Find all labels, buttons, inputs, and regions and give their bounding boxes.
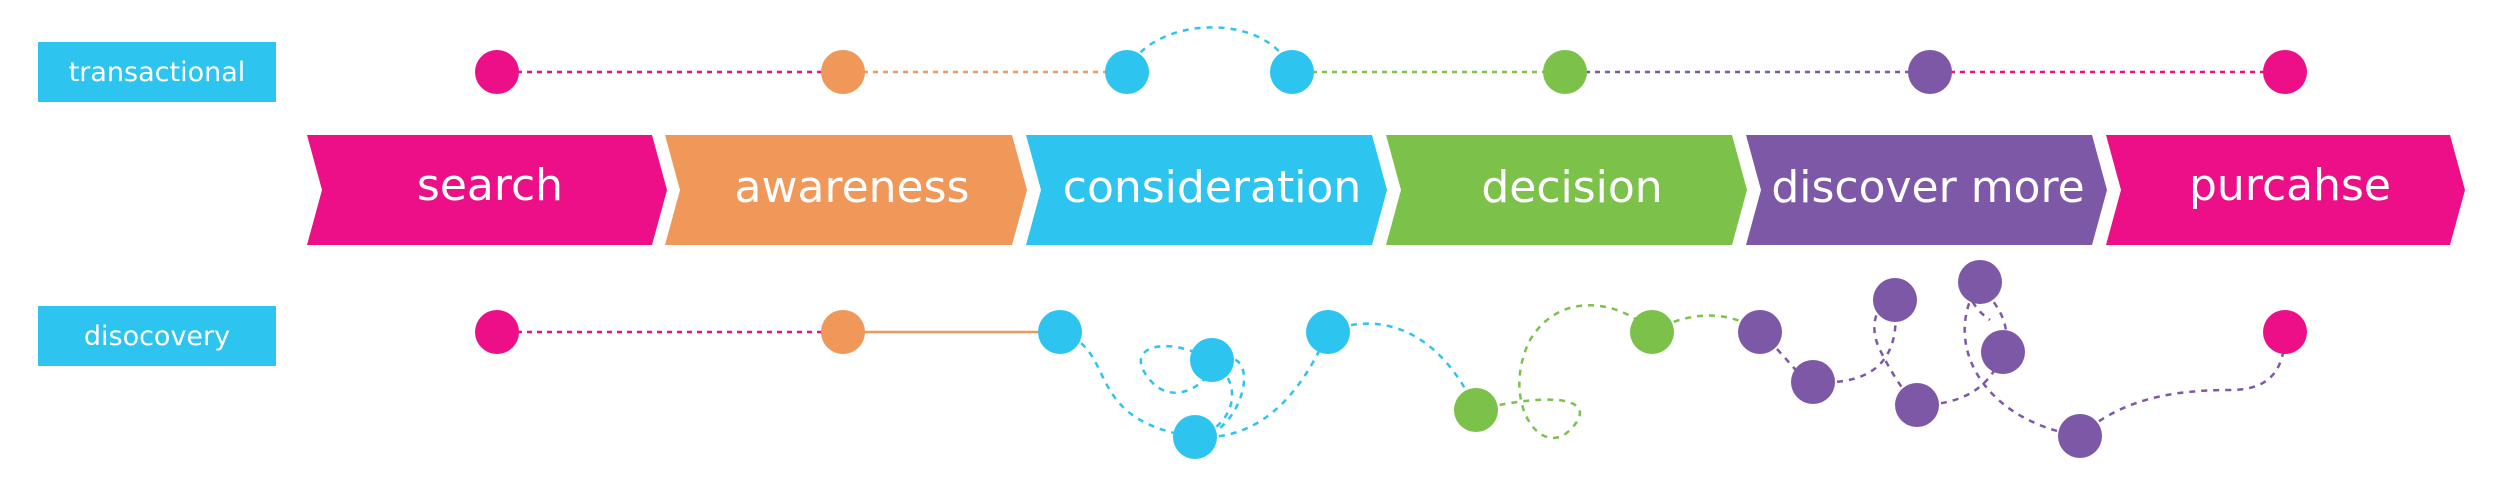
discovery-loop-discover-d — [1963, 281, 2081, 438]
discovery-path — [475, 260, 2307, 459]
stage-search — [307, 135, 667, 245]
discovery-loop-consideration-a — [1059, 330, 1196, 439]
stage-purchase — [2106, 135, 2465, 245]
discovery-node-discover-4 — [1895, 383, 1939, 427]
transactional-path — [475, 26, 2307, 94]
transactional-node-purchase — [2263, 50, 2307, 94]
discovery-node-decision-1 — [1454, 388, 1498, 432]
row-label-transactional: transactional — [38, 42, 276, 102]
stage-discover-more — [1746, 135, 2107, 245]
stage-consideration — [1026, 135, 1387, 245]
transactional-node-search — [475, 50, 519, 94]
discovery-node-discover-3 — [1873, 278, 1917, 322]
discovery-node-discover-1 — [1738, 310, 1782, 354]
row-label-discovery: disocovery — [38, 306, 276, 366]
stage-band: search awareness consideration decision … — [307, 135, 2465, 245]
discovery-node-consideration-2 — [1190, 338, 1234, 382]
discovery-node-discover-5 — [1958, 260, 2002, 304]
discovery-node-consideration-3 — [1173, 415, 1217, 459]
transactional-node-decision — [1543, 50, 1587, 94]
transactional-node-consideration-2 — [1270, 50, 1314, 94]
discovery-loop-consideration-b — [1139, 344, 1234, 439]
discovery-node-discover-6 — [1981, 330, 2025, 374]
discovery-node-search — [475, 310, 519, 354]
discovery-node-purchase — [2263, 310, 2307, 354]
discovery-node-consideration-4 — [1306, 310, 1350, 354]
stage-awareness — [665, 135, 1027, 245]
discovery-loop-consideration-d — [1327, 322, 1478, 411]
stage-decision — [1386, 135, 1747, 245]
stage-label-discover-more: discover more — [1771, 162, 2084, 213]
stage-label-awareness: awareness — [735, 162, 970, 213]
stage-label-decision: decision — [1481, 162, 1662, 213]
discovery-connector-discover-purchase — [2079, 331, 2287, 437]
stage-label-search: search — [417, 160, 563, 211]
discovery-node-decision-2 — [1630, 310, 1674, 354]
discovery-node-discover-2 — [1791, 360, 1835, 404]
transactional-node-awareness — [821, 50, 865, 94]
discovery-loop-decision — [1475, 304, 1653, 440]
stage-label-purchase: purcahse — [2189, 160, 2391, 211]
transactional-node-discover — [1908, 50, 1952, 94]
transactional-node-consideration-1 — [1105, 50, 1149, 94]
stage-label-consideration: consideration — [1063, 162, 1361, 213]
discovery-node-awareness — [821, 310, 865, 354]
transactional-connector-consideration-loop — [1125, 26, 1294, 73]
discovery-node-discover-7 — [2058, 414, 2102, 458]
discovery-node-consideration-1 — [1038, 310, 1082, 354]
